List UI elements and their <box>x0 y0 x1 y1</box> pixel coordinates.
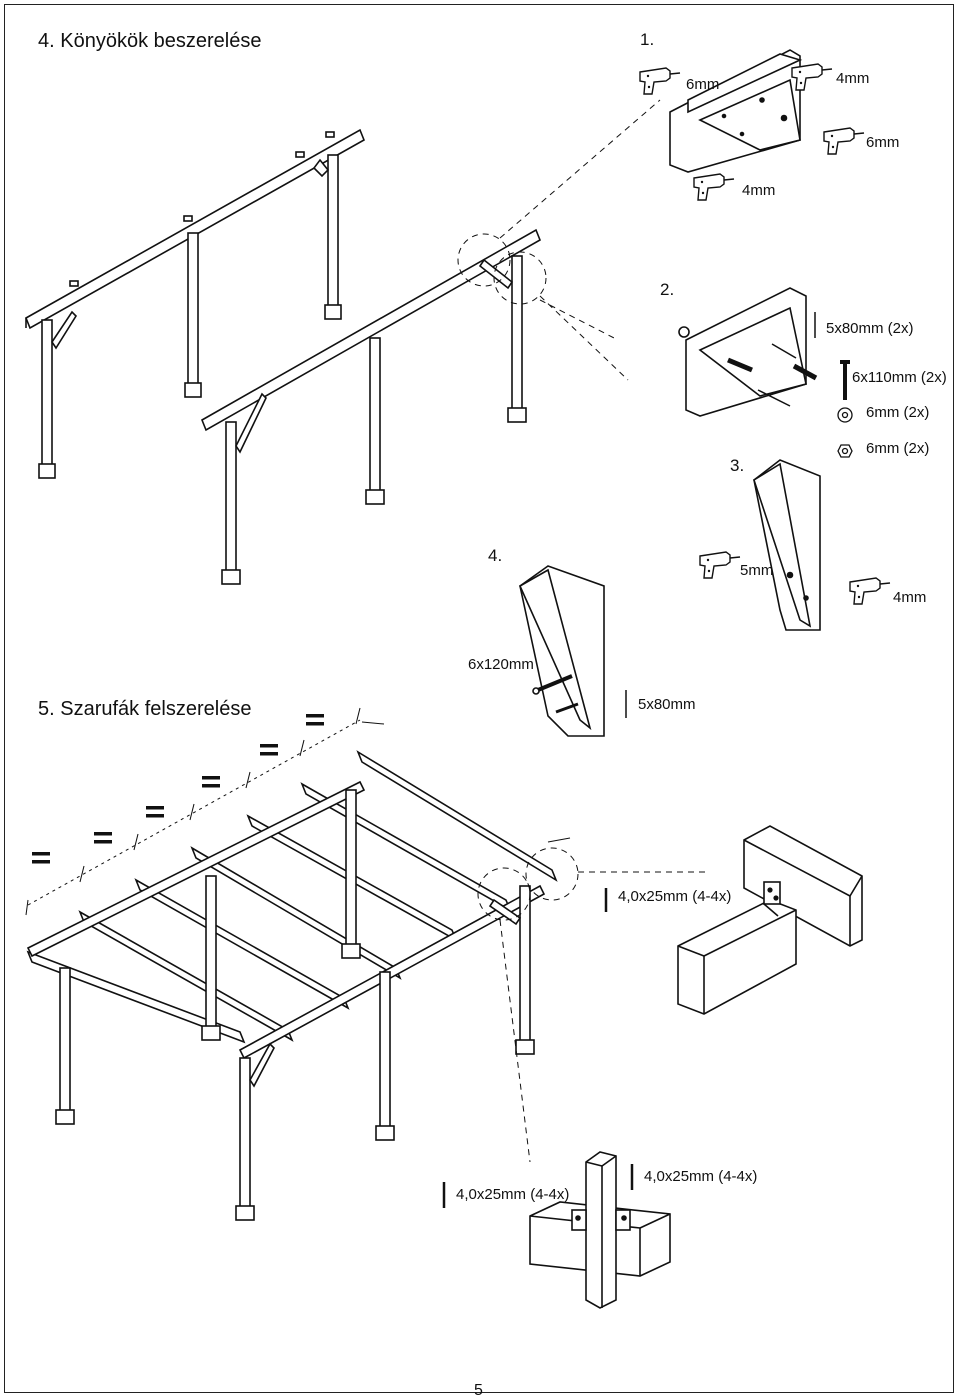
section4-title: 4. Könyökök beszerelése <box>38 30 262 52</box>
drill-size-label: 4mm <box>893 589 927 606</box>
screw-spec-label: 5x80mm <box>638 696 696 713</box>
gazebo-frame-rafters <box>26 750 558 1221</box>
bolt-spec-label: 6x110mm (2x) <box>852 369 947 386</box>
bracket-step4 <box>518 565 605 737</box>
detail-callout-rafters <box>477 847 710 1163</box>
bracket-step2 <box>678 287 818 417</box>
drill-size-label: 6mm <box>686 76 720 93</box>
screw-spec-label: 4,0x25mm (4-4x) <box>644 1168 758 1185</box>
equal-sign-icon <box>260 744 278 756</box>
equal-sign-icon <box>306 714 324 726</box>
drill-icon <box>693 173 735 201</box>
step4-label: 4. <box>488 546 503 565</box>
hardware-legend <box>814 312 853 458</box>
screw-spec-label: 4,0x25mm (4-4x) <box>456 1186 570 1203</box>
drill-icon <box>823 127 865 155</box>
equal-sign-icon <box>146 806 164 818</box>
drill-size-label: 4mm <box>742 182 776 199</box>
step3-label: 3. <box>730 456 745 475</box>
screw-spec-label: 4,0x25mm (4-4x) <box>618 888 732 905</box>
screw-spec-label: 5x80mm (2x) <box>826 320 914 337</box>
page-number: 5 <box>474 1382 483 1399</box>
post-rafter-joint-detail <box>529 1151 671 1309</box>
drill-icon <box>699 551 741 579</box>
equal-sign-icon <box>94 832 112 844</box>
gazebo-frame-top <box>24 128 542 585</box>
washer-spec-label: 6mm (2x) <box>866 404 930 421</box>
nut-spec-label: 6mm (2x) <box>866 440 930 457</box>
drill-size-label: 6mm <box>866 134 900 151</box>
drill-icon <box>849 577 891 605</box>
bracket-step1 <box>669 49 803 173</box>
rafter-joint-detail <box>677 825 863 1015</box>
section5-title: 5. Szarufák felszerelése <box>38 698 252 720</box>
page-frame <box>4 4 954 1393</box>
drill-size-label: 5mm <box>740 562 774 579</box>
equal-sign-icon <box>202 776 220 788</box>
drill-icon <box>639 67 681 95</box>
equal-sign-icon <box>32 852 50 864</box>
detail-callout-top <box>457 99 661 381</box>
bolt-spec-label: 6x120mm <box>468 656 534 673</box>
drill-size-label: 4mm <box>836 70 870 87</box>
step2-label: 2. <box>660 280 675 299</box>
rafter-guides <box>25 707 571 916</box>
bracket-step3 <box>753 459 821 631</box>
drill-icon <box>791 63 833 91</box>
step1-label: 1. <box>640 30 655 49</box>
